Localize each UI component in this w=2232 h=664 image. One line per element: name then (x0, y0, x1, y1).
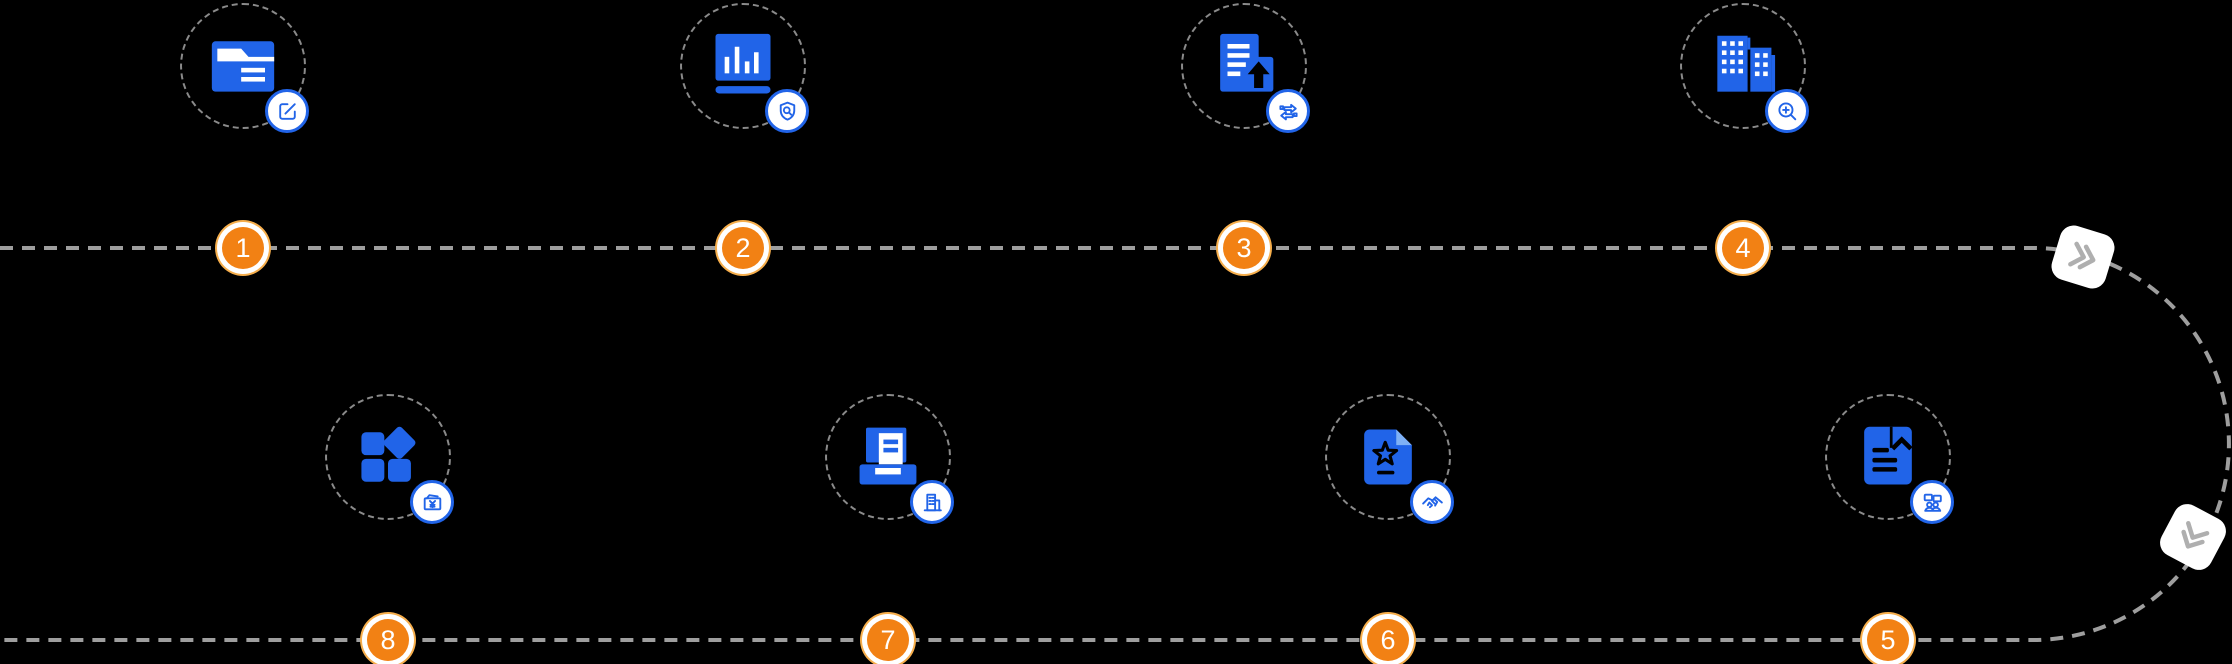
step-number: 5 (1880, 624, 1896, 655)
inspect-badge (1765, 89, 1809, 133)
enterprise-badge (910, 480, 954, 524)
document-upload-icon (1220, 33, 1274, 92)
step-marker-7: 7 (867, 619, 909, 661)
step-7-group (825, 394, 954, 524)
edit-badge (265, 89, 309, 133)
dashed-circle (1680, 3, 1806, 129)
step-number: 4 (1735, 232, 1751, 263)
step-marker-3: 3 (1223, 227, 1265, 269)
step-6-group (1325, 394, 1454, 524)
step-number: 2 (735, 232, 751, 263)
transfer-arrows-icon (1278, 103, 1298, 120)
dashed-circle (1825, 394, 1951, 520)
shield-search-icon (779, 101, 795, 121)
certificate-star-icon (1364, 429, 1412, 485)
buildings-icon (1717, 35, 1776, 92)
people-discussion-icon (1923, 493, 1942, 512)
building-icon (923, 493, 942, 511)
step-marker-8: 8 (367, 619, 409, 661)
discussion-badge (1910, 480, 1954, 524)
notebook-bookmark-icon (1864, 426, 1913, 485)
step-marker-1: 1 (222, 227, 264, 269)
dashed-circle (325, 394, 451, 520)
dashed-circle (825, 394, 951, 520)
edit-pen-square-icon (278, 102, 296, 120)
step-5-group (1825, 394, 1954, 524)
handshake-icon (1421, 495, 1443, 508)
dashed-circle (680, 3, 806, 129)
cooperation-badge (1410, 480, 1454, 524)
step-number: 8 (380, 624, 396, 655)
turn-connector-top (2048, 222, 2118, 292)
step-3-group (1181, 3, 1310, 133)
step-number: 7 (880, 624, 896, 655)
step-8-group (325, 394, 454, 524)
document-tray-icon (859, 427, 917, 485)
payment-badge (410, 480, 454, 524)
step-marker-4: 4 (1722, 227, 1764, 269)
step-marker-2: 2 (722, 227, 764, 269)
double-chevron-icon (2181, 520, 2210, 549)
step-number: 1 (235, 232, 251, 263)
step-1-group (180, 3, 309, 133)
step-marker-6: 6 (1367, 619, 1409, 661)
audit-badge (765, 89, 809, 133)
folder-edit-icon (211, 41, 275, 92)
dashed-circle (1181, 3, 1307, 129)
transfer-badge (1266, 89, 1310, 133)
bar-chart-board-icon (715, 33, 771, 94)
step-number: 6 (1380, 624, 1396, 655)
money-yen-icon (423, 493, 441, 510)
dashed-circle (180, 3, 306, 129)
step-marker-5: 5 (1867, 619, 1909, 661)
double-chevron-icon (2068, 241, 2096, 270)
turn-connector-bottom (2155, 499, 2231, 575)
apps-grid-diamond-icon (361, 426, 416, 482)
dashed-circle (1325, 394, 1451, 520)
step-number: 3 (1236, 232, 1252, 263)
magnifier-zoom-in-icon (1777, 101, 1796, 120)
step-2-group (680, 3, 809, 133)
step-4-group (1680, 3, 1809, 133)
